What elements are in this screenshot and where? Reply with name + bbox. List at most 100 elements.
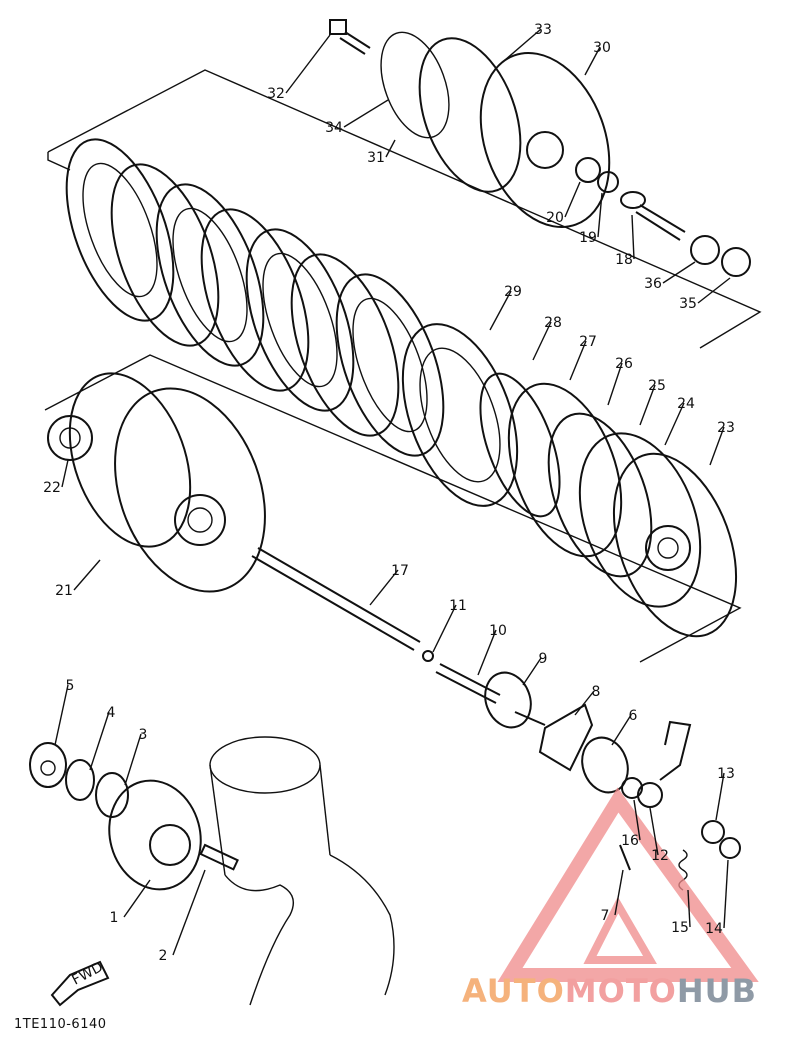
leader-line-7: [614, 869, 624, 916]
callout-21: 21: [55, 583, 73, 599]
callout-9: 9: [539, 651, 548, 667]
washer-22: [47, 415, 93, 461]
callout-30: 30: [593, 40, 611, 56]
washer-35: [721, 247, 751, 277]
leader-line-34: [343, 99, 389, 128]
leader-line-25: [639, 384, 656, 426]
friction-plate-29: [401, 323, 519, 507]
callout-10: 10: [489, 623, 507, 639]
callout-25: 25: [648, 378, 666, 394]
fwd-arrow: FWD: [50, 959, 110, 1007]
plate-26: [547, 412, 653, 578]
leader-line-14: [723, 859, 729, 929]
leader-line-12: [649, 807, 659, 856]
drawing-code: 1TE110-6140: [14, 1017, 107, 1032]
callout-5: 5: [66, 678, 75, 694]
callout-11: 11: [449, 598, 467, 614]
callout-14: 14: [705, 921, 723, 937]
bearing-16: [621, 777, 643, 799]
leader-line-15: [687, 889, 691, 928]
upper-group-outline-left: [47, 152, 71, 171]
washer-3: [95, 772, 129, 818]
callout-31: 31: [367, 150, 385, 166]
leader-line-33: [504, 28, 542, 61]
leader-line-36: [662, 261, 696, 284]
leader-line-5: [54, 684, 69, 746]
callout-36: 36: [644, 276, 662, 292]
callout-28: 28: [544, 315, 562, 331]
callout-24: 24: [677, 396, 695, 412]
leader-line-24: [664, 402, 685, 446]
spring-plate-33: [418, 37, 522, 193]
callout-12: 12: [651, 848, 669, 864]
callout-3: 3: [139, 727, 148, 743]
plate-27: [507, 382, 623, 558]
callout-2: 2: [159, 948, 168, 964]
callout-17: 17: [391, 563, 409, 579]
callout-15: 15: [671, 920, 689, 936]
watermark-moto: MOTO: [564, 972, 677, 1010]
leader-line-4: [89, 711, 110, 771]
leader-line-26: [607, 362, 623, 406]
callout-27: 27: [579, 334, 597, 350]
middle-group-outline: [44, 354, 742, 663]
plate-8: [538, 703, 594, 772]
leader-line-16: [633, 799, 641, 841]
primary-drive-gear-1: [108, 779, 202, 891]
callout-16: 16: [621, 833, 639, 849]
callout-4: 4: [107, 705, 116, 721]
leader-line-3: [124, 733, 142, 786]
ball-11: [422, 650, 434, 662]
leader-line-22: [61, 459, 69, 488]
leader-line-2: [172, 869, 206, 956]
nut-36: [690, 235, 720, 265]
lever-9: [484, 671, 546, 729]
callout-18: 18: [615, 252, 633, 268]
push-rod-18: [620, 191, 686, 241]
adjuster-10: [435, 663, 501, 704]
callout-22: 22: [43, 480, 61, 496]
leader-line-6: [611, 714, 632, 746]
callout-32: 32: [267, 86, 285, 102]
pin-7: [619, 844, 631, 871]
watermark-logo: AUTOMOTOHUB: [462, 972, 757, 1010]
clutch-boss-24: [578, 432, 702, 608]
leader-line-11: [432, 604, 457, 653]
callout-26: 26: [615, 356, 633, 372]
crank-ghost-outline: [209, 736, 395, 1006]
leader-line-9: [522, 657, 542, 686]
callout-7: 7: [601, 908, 610, 924]
leader-line-19: [597, 192, 603, 238]
callout-8: 8: [592, 684, 601, 700]
leader-line-23: [709, 426, 725, 466]
plate-28: [479, 372, 561, 518]
key-2: [199, 843, 239, 871]
leader-line-8: [574, 690, 595, 716]
leader-line-32: [285, 34, 331, 94]
leader-line-29: [489, 290, 512, 331]
pressure-plate-30: [479, 51, 611, 229]
bolt-32: [329, 19, 371, 55]
clutch-housing-21: [68, 372, 266, 593]
washer-13: [701, 820, 725, 844]
callout-35: 35: [679, 296, 697, 312]
leader-line-1: [123, 879, 151, 918]
plate-34: [380, 31, 450, 139]
nut-5: [29, 742, 67, 788]
callout-33: 33: [534, 22, 552, 38]
bearing-19-20: [575, 157, 619, 193]
callout-1: 1: [110, 910, 119, 926]
watermark-auto: AUTO: [462, 972, 565, 1010]
callout-20: 20: [546, 210, 564, 226]
leader-line-20: [564, 181, 581, 218]
leader-line-28: [532, 321, 552, 361]
leader-line-17: [369, 569, 399, 606]
leader-line-10: [477, 629, 497, 676]
leader-line-27: [569, 340, 587, 381]
push-rod-17: [251, 547, 421, 651]
oil-seal-6: [581, 736, 629, 794]
watermark-triangle: [497, 787, 759, 982]
watermark-hub: HUB: [676, 972, 758, 1010]
